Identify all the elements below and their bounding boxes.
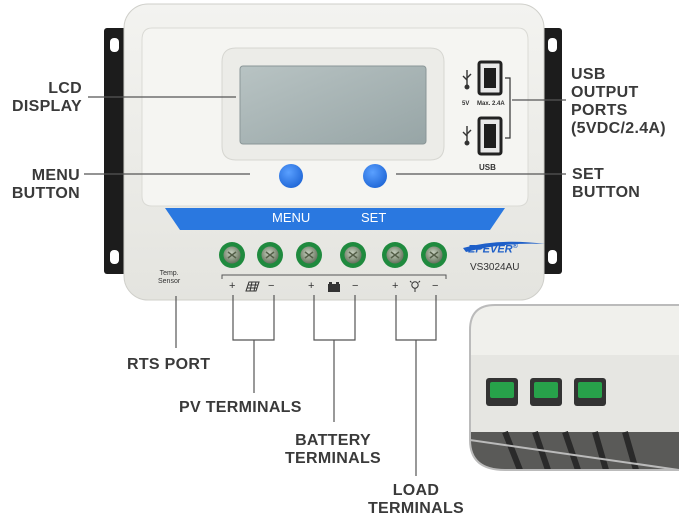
terminal-screw (296, 242, 322, 268)
rts-port-slot (486, 378, 518, 406)
mounting-bracket-left (104, 28, 128, 274)
battery-icon (328, 282, 340, 292)
menu-label: MENU (272, 210, 311, 225)
battery-minus: − (352, 280, 359, 292)
pv-plus: + (229, 280, 236, 292)
temp-sensor-label: Temp. Sensor (158, 270, 181, 285)
usb-label: USB (479, 163, 496, 172)
set-label: SET (361, 210, 387, 225)
battery-plus: + (308, 280, 315, 292)
label-band (165, 208, 505, 230)
load-plus: + (392, 280, 399, 292)
pv-terminals-callout: PV TERMINALS (179, 399, 302, 416)
model-number: VS3024AU (470, 262, 520, 273)
set-button[interactable] (363, 164, 387, 188)
epever-logo-swoosh (463, 241, 545, 252)
rts-port-slot (530, 378, 562, 406)
rts-port-zoom-inset (468, 304, 679, 471)
usb-symbol-icon (462, 70, 472, 146)
usb-ports (462, 60, 511, 156)
solar-panel-icon (245, 281, 260, 292)
lcd-screen (239, 65, 427, 145)
load-minus: − (432, 280, 439, 292)
menu-button[interactable] (279, 164, 303, 188)
leader-lines (84, 96, 566, 476)
usb-max-label: Max. 2.4A (477, 101, 505, 107)
terminal-screw (257, 242, 283, 268)
rts-port-callout: RTS PORT (127, 356, 211, 373)
mounting-bracket-right (540, 28, 562, 274)
pv-minus: − (268, 280, 275, 292)
terminal-screw (382, 242, 408, 268)
terminal-screw (421, 242, 447, 268)
terminal-block (219, 242, 447, 268)
terminal-screw (340, 242, 366, 268)
brand-logo: EPEVER® (468, 243, 518, 256)
usb-voltage-label: 5V (462, 101, 470, 107)
lightbulb-icon (409, 280, 421, 292)
terminal-screw (219, 242, 245, 268)
rts-port-slot (574, 378, 606, 406)
